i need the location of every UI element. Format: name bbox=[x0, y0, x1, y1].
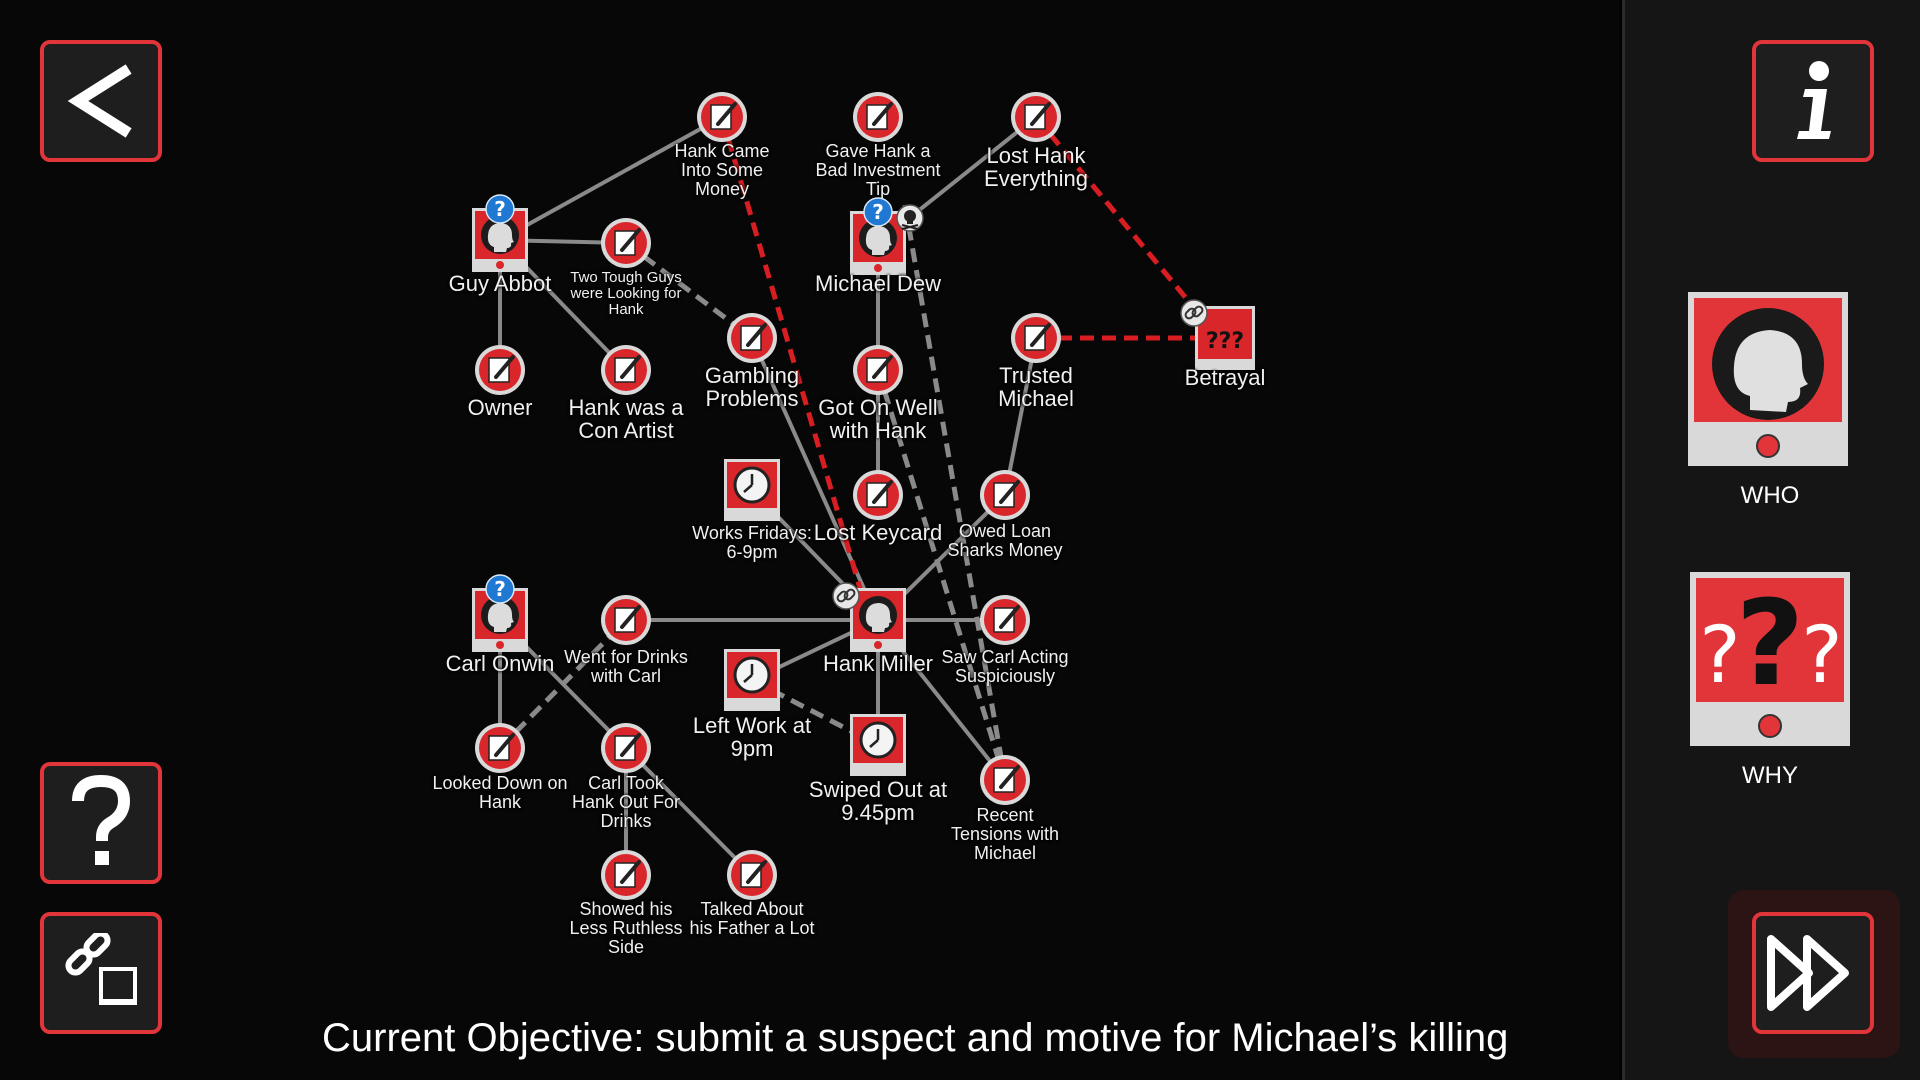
trusted-michael-label: Trusted Michael bbox=[998, 363, 1074, 412]
link-line bbox=[499, 115, 723, 242]
looked-down-label: Looked Down on Hank bbox=[432, 773, 568, 812]
svg-text:?: ? bbox=[872, 200, 884, 224]
svg-text:???: ??? bbox=[1206, 329, 1244, 354]
link-card-icon bbox=[65, 933, 137, 1005]
hint-question-icon[interactable]: ? bbox=[485, 574, 515, 604]
chain-link-icon bbox=[832, 582, 860, 610]
lost-hank-everything-label: Lost Hank Everything bbox=[984, 143, 1088, 192]
gambling-problems-node[interactable] bbox=[725, 311, 779, 365]
lost-hank-everything-node[interactable] bbox=[1009, 90, 1063, 144]
owner-label: Owner bbox=[467, 395, 533, 420]
showed-less-ruthless-node[interactable] bbox=[599, 848, 653, 902]
submission-panel bbox=[1622, 0, 1920, 1080]
who-label: WHO bbox=[1740, 482, 1800, 509]
who-submit-card[interactable] bbox=[1688, 292, 1848, 466]
question-marks-icon: ? ? ? bbox=[1699, 574, 1843, 738]
svg-text:?: ? bbox=[1699, 611, 1740, 701]
guy-abbot-label: Guy Abbot bbox=[448, 271, 552, 296]
got-on-well-node[interactable] bbox=[851, 343, 905, 397]
link-line bbox=[624, 746, 754, 877]
svg-text:?: ? bbox=[494, 197, 506, 221]
owner-node[interactable] bbox=[473, 343, 527, 397]
saw-carl-node[interactable] bbox=[978, 593, 1032, 647]
chain-link-icon bbox=[1180, 299, 1208, 327]
showed-less-ruthless-label: Showed his Less Ruthless Side bbox=[569, 899, 683, 957]
question-mark-icon bbox=[72, 775, 131, 865]
hank-came-money-label: Hank Came Into Some Money bbox=[674, 141, 770, 199]
hank-miller-node[interactable] bbox=[850, 588, 906, 652]
owed-loan-sharks-label: Owed Loan Sharks Money bbox=[947, 521, 1063, 560]
fast-forward-button[interactable] bbox=[1752, 912, 1874, 1034]
why-submit-card[interactable]: ? ? ? bbox=[1690, 572, 1850, 746]
lost-keycard-node[interactable] bbox=[851, 468, 905, 522]
works-fridays-node[interactable] bbox=[724, 459, 780, 521]
got-on-well-label: Got On Well with Hank bbox=[818, 395, 938, 444]
info-icon bbox=[1797, 61, 1831, 139]
saw-carl-label: Saw Carl Acting Suspiciously bbox=[941, 647, 1069, 686]
info-button[interactable] bbox=[1752, 40, 1874, 162]
dashed-link-line bbox=[624, 241, 754, 340]
looked-down-node[interactable] bbox=[473, 721, 527, 775]
lost-keycard-label: Lost Keycard bbox=[813, 520, 943, 545]
betrayal-label: Betrayal bbox=[1184, 365, 1266, 390]
hint-question-icon[interactable]: ? bbox=[863, 197, 893, 227]
gambling-problems-label: Gambling Problems bbox=[704, 363, 800, 412]
carl-onwin-node[interactable] bbox=[472, 588, 528, 652]
hank-con-artist-label: Hank was a Con Artist bbox=[568, 395, 684, 444]
works-fridays-label: Works Fridays: 6-9pm bbox=[692, 523, 812, 562]
back-arrow-icon bbox=[67, 64, 132, 138]
why-label: WHY bbox=[1742, 762, 1798, 789]
svg-text:?: ? bbox=[1736, 574, 1804, 712]
hank-came-money-node[interactable] bbox=[695, 90, 749, 144]
carl-took-hank-node[interactable] bbox=[599, 721, 653, 775]
went-for-drinks-label: Went for Drinks with Carl bbox=[564, 647, 688, 686]
two-tough-guys-node[interactable] bbox=[599, 216, 653, 270]
dashed-link-line bbox=[875, 369, 1008, 781]
gave-hank-tip-label: Gave Hank a Bad Investment Tip bbox=[815, 141, 941, 199]
swiped-out-node[interactable] bbox=[850, 714, 906, 776]
hint-question-icon[interactable]: ? bbox=[485, 194, 515, 224]
left-work-label: Left Work at 9pm bbox=[692, 713, 812, 762]
talked-about-father-node[interactable] bbox=[725, 848, 779, 902]
fast-forward-icon bbox=[1767, 935, 1849, 1011]
current-objective: Current Objective: submit a suspect and … bbox=[322, 1016, 1509, 1060]
owed-loan-sharks-node[interactable] bbox=[978, 468, 1032, 522]
went-for-drinks-node[interactable] bbox=[599, 593, 653, 647]
left-work-node[interactable] bbox=[724, 649, 780, 711]
carl-onwin-label: Carl Onwin bbox=[445, 651, 555, 676]
back-button[interactable] bbox=[40, 40, 162, 162]
two-tough-guys-label: Two Tough Guys were Looking for Hank bbox=[570, 269, 682, 318]
hank-con-artist-node[interactable] bbox=[599, 343, 653, 397]
help-button[interactable] bbox=[40, 762, 162, 884]
svg-text:?: ? bbox=[494, 577, 506, 601]
link-mode-button[interactable] bbox=[40, 912, 162, 1034]
gave-hank-tip-node[interactable] bbox=[851, 90, 905, 144]
dashed-link-line bbox=[902, 204, 1008, 781]
svg-text:?: ? bbox=[1801, 611, 1842, 701]
hank-miller-label: Hank Miller bbox=[822, 651, 934, 676]
recent-tensions-node[interactable] bbox=[978, 753, 1032, 807]
link-line bbox=[1003, 337, 1038, 496]
dashed-link-line bbox=[498, 618, 628, 750]
michael-dew-label: Michael Dew bbox=[815, 271, 941, 296]
head-silhouette-icon bbox=[1712, 308, 1824, 458]
talked-about-father-label: Talked About his Father a Lot bbox=[689, 899, 815, 938]
red-link-line bbox=[719, 116, 865, 596]
skull-icon bbox=[896, 204, 924, 232]
trusted-michael-node[interactable] bbox=[1009, 311, 1063, 365]
recent-tensions-label: Recent Tensions with Michael bbox=[950, 805, 1060, 863]
carl-took-hank-label: Carl Took Hank Out For Drinks bbox=[571, 773, 681, 831]
swiped-out-label: Swiped Out at 9.45pm bbox=[808, 777, 948, 826]
